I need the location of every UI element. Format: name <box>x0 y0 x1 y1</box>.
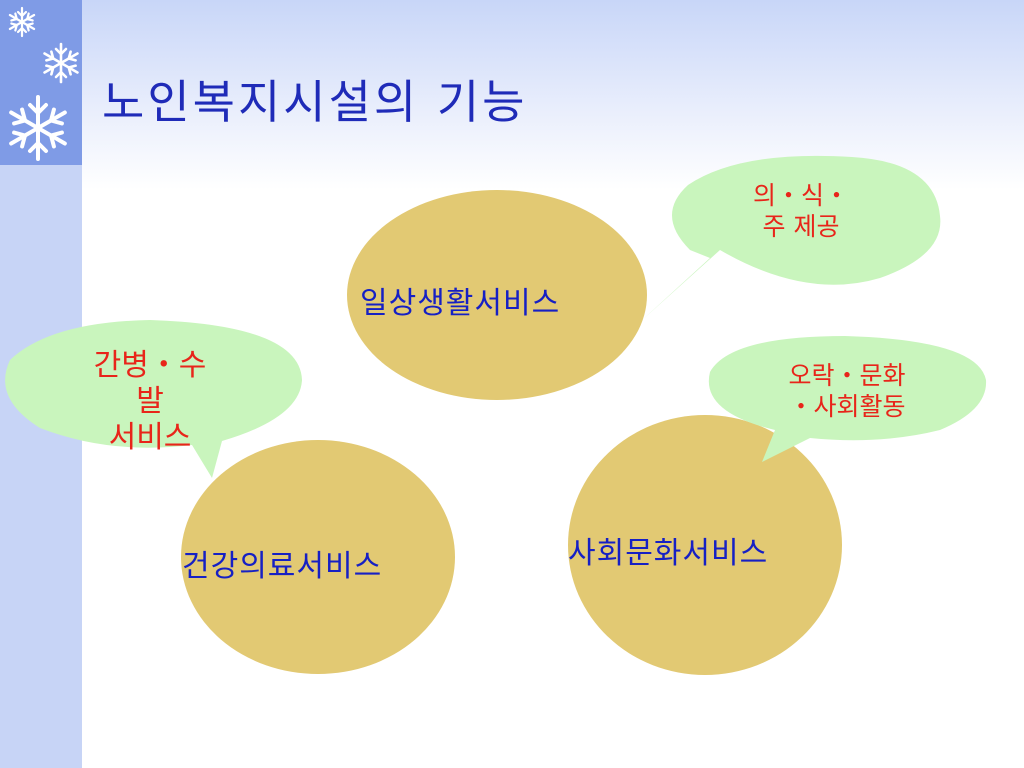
callout-bubble-health <box>5 320 302 478</box>
callout-line: 주 제공 <box>762 212 840 242</box>
oval-health-medical <box>181 440 455 674</box>
callout-line: 서비스 <box>108 420 192 455</box>
service-label-daily-living: 일상생활서비스 <box>360 286 561 321</box>
callout-text-health: 간병・수 발 서비스 <box>62 348 238 456</box>
snowflake-icon <box>9 95 67 161</box>
slide-title: 노인복지시설의 기능 <box>102 75 528 129</box>
callout-bubble-social <box>708 336 987 462</box>
snowflake-icon <box>43 42 79 84</box>
oval-social-culture <box>568 415 842 675</box>
snowflake-icon <box>8 6 36 38</box>
callout-bubble-daily <box>640 155 941 322</box>
callout-line: 오락・문화 <box>788 361 906 390</box>
service-label-health-medical: 건강의료서비스 <box>182 549 383 584</box>
callout-line: 발 <box>136 384 164 419</box>
callout-line: 의・식・ <box>752 181 849 210</box>
callout-text-daily: 의・식・ 주 제공 <box>727 180 875 243</box>
service-label-social-culture: 사회문화서비스 <box>568 536 769 571</box>
callout-text-social: 오락・문화 ・사회활동 <box>752 360 942 423</box>
callout-line: ・사회활동 <box>788 392 906 422</box>
oval-daily-living <box>347 190 647 400</box>
callout-line: 간병・수 <box>93 348 207 383</box>
